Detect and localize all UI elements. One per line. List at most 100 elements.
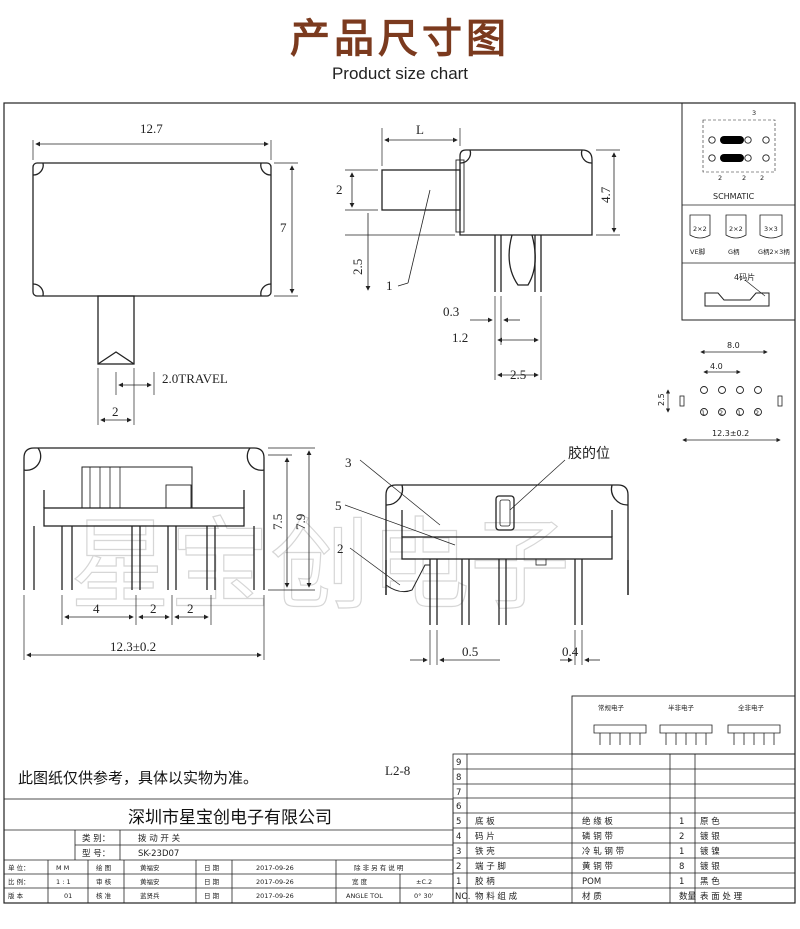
pcb-width: 8.0 — [727, 341, 740, 350]
top-view-labels: 12.7 7 2.0TRAVEL 2 — [112, 121, 287, 419]
bom-cell: 3 — [456, 847, 461, 857]
info-cell: 日 期 — [204, 878, 220, 886]
info-cell: 宽 度 — [352, 877, 368, 886]
section-view-labels: 胶的位 3 5 2 0.5 0.4 — [335, 445, 610, 659]
bom-cell: 黑 色 — [700, 876, 720, 887]
dim-body-h: 4.7 — [598, 186, 613, 203]
info-cell: 2017-09-26 — [256, 864, 294, 872]
svg-text:2: 2 — [755, 409, 759, 417]
dim-d3: 2 — [187, 601, 194, 616]
dim-travel: 2.0TRAVEL — [162, 371, 228, 386]
info-cell: ANGLE TOL — [346, 892, 383, 900]
model-key: 型 号： — [82, 849, 110, 859]
pcb-total: 12.3±0.2 — [712, 429, 749, 438]
bom-cell: 原 色 — [700, 816, 720, 827]
category-value: 拨 动 开 关 — [138, 833, 181, 844]
side-view — [345, 128, 620, 380]
bom-cell: 端 子 脚 — [475, 861, 506, 872]
category-key: 类 别： — [82, 833, 110, 844]
bom-cell: 黄 铜 带 — [582, 861, 613, 872]
dim-h1: 7.5 — [270, 514, 285, 530]
bom-cell: 8 — [456, 773, 461, 783]
info-cell: 1 : 1 — [56, 878, 71, 886]
dim-d1: 4 — [93, 601, 100, 616]
bom-cell: 胶 柄 — [475, 876, 495, 887]
pcb-pin-numbers: 1 2 1 2 — [701, 409, 759, 417]
bom-cell: 镀 镍 — [700, 846, 720, 857]
info-cell: 2017-09-26 — [256, 892, 294, 900]
label-5: 5 — [335, 498, 342, 513]
dim-knob-base: 2.5 — [350, 259, 365, 275]
info-cell: 比 例： — [8, 877, 30, 886]
dim-total: 12.3±0.2 — [110, 639, 156, 654]
pin-type-2: 半非电子 — [668, 703, 695, 712]
bom-cell: 5 — [456, 817, 461, 827]
variant-b: 2×2 — [729, 225, 743, 233]
bom-header-cell: NO. — [455, 892, 470, 902]
dim-04: 0.4 — [562, 644, 579, 659]
dim-knob-width: 2 — [112, 404, 119, 419]
dim-d2: 2 — [150, 601, 157, 616]
label-2: 2 — [337, 541, 344, 556]
pin-type-3: 全非电子 — [738, 703, 765, 712]
dim-05: 0.5 — [462, 644, 478, 659]
bom-cell: 铁 壳 — [475, 846, 495, 857]
variant-a: 2×2 — [693, 225, 707, 233]
bom-cell: 磷 铜 带 — [582, 831, 613, 842]
side-view-labels: L 2 2.5 4.7 1 0.3 1.2 2.5 — [336, 122, 613, 382]
bom-cell: 6 — [456, 802, 461, 812]
model-value: SK-23D07 — [138, 849, 179, 859]
bom-cell: POM — [582, 877, 601, 887]
drawing-code: L2-8 — [385, 763, 410, 778]
bom-cell: 码 片 — [475, 831, 495, 842]
front-view — [23, 447, 315, 660]
bom-cell: 绝 缘 板 — [582, 816, 613, 827]
info-cell: 日 期 — [204, 892, 220, 900]
info-cell: M M — [56, 864, 69, 872]
schmatic-label: SCHMATIC — [713, 192, 755, 201]
svg-text:2: 2 — [719, 409, 723, 417]
info-cell: 2017-09-26 — [256, 878, 294, 886]
label-3: 3 — [345, 455, 352, 470]
top-view — [32, 140, 298, 425]
bom-cell: 1 — [679, 847, 684, 857]
info-cell: 黄福安 — [140, 863, 160, 872]
dim-l: L — [416, 122, 424, 137]
info-cell: 版 本 — [8, 891, 24, 900]
bom-table — [452, 753, 796, 904]
bom-cell: 8 — [679, 862, 684, 872]
info-cell: 黄福安 — [140, 877, 160, 886]
label-glue: 胶的位 — [568, 445, 610, 462]
variant-c: 3×3 — [764, 225, 778, 233]
bom-header-cell: 物 料 组 成 — [475, 891, 518, 902]
info-cell: 除 非 另 有 说 明 — [354, 863, 404, 872]
dim-knob-h: 2 — [336, 182, 343, 197]
schmatic-pitch: 3 — [752, 109, 756, 117]
dim-pin-pitch: 2.5 — [510, 367, 526, 382]
schmatic-p2a: 2 — [718, 174, 722, 182]
dim-pin-w: 1.2 — [452, 330, 468, 345]
bom-cell: 1 — [679, 877, 684, 887]
disclaimer-note: 此图纸仅供参考，具体以实物为准。 — [18, 769, 258, 787]
bom-cell: 镀 银 — [700, 861, 720, 872]
company-name: 深圳市星宝创电子有限公司 — [128, 808, 332, 828]
info-cell: 0° 30' — [414, 892, 434, 900]
schmatic-panel — [681, 102, 796, 321]
bom-cell: 镀 银 — [700, 831, 720, 842]
pcb-mid: 4.0 — [710, 362, 723, 371]
label-1: 1 — [386, 278, 393, 293]
info-cell: 蓝贤兵 — [140, 891, 160, 900]
info-rows: 单 位： M M 绘 图 黄福安 日 期 2017-09-26 除 非 另 有 … — [8, 863, 434, 900]
code-plate-label: 4码片 — [734, 272, 755, 282]
info-cell: 单 位： — [8, 863, 30, 872]
svg-text:1: 1 — [737, 409, 741, 417]
pin-type-1: 常规电子 — [598, 703, 625, 712]
page-title: 产品尺寸图 — [290, 16, 510, 62]
watermark: 星宝创电子 — [70, 507, 570, 624]
svg-text:1: 1 — [701, 409, 705, 417]
info-cell: ±C.2 — [416, 878, 432, 886]
schmatic-p2c: 2 — [760, 174, 764, 182]
dim-top-width: 12.7 — [140, 121, 163, 136]
info-cell: 日 期 — [204, 864, 220, 872]
